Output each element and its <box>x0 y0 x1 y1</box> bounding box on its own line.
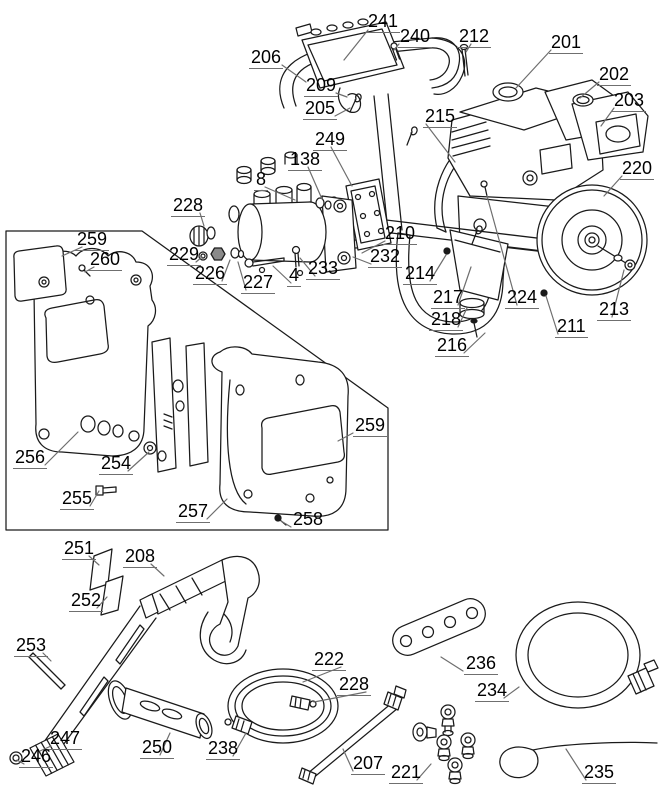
part-label-205[interactable]: 205 <box>303 98 338 120</box>
part-label-254[interactable]: 254 <box>99 453 134 475</box>
leader-lines <box>16 29 625 781</box>
part-label-259-right[interactable]: 259 <box>353 415 388 437</box>
part-label-249[interactable]: 249 <box>313 129 348 151</box>
valve-strap-drawing <box>151 337 177 473</box>
part-label-228-hose[interactable]: 228 <box>337 674 372 696</box>
handlebar-panel-drawing <box>279 18 469 146</box>
part-label-234[interactable]: 234 <box>475 680 510 702</box>
wire-tool-drawing <box>499 741 658 779</box>
mount-strap-drawing <box>392 598 486 656</box>
part-label-233[interactable]: 233 <box>306 258 341 280</box>
part-label-258[interactable]: 258 <box>291 509 326 531</box>
part-label-251[interactable]: 251 <box>62 538 97 560</box>
part-label-229[interactable]: 229 <box>167 244 202 266</box>
part-label-203[interactable]: 203 <box>612 90 647 112</box>
side-handle-drawing <box>107 680 213 740</box>
part-label-138[interactable]: 138 <box>288 149 323 171</box>
part-label-227[interactable]: 227 <box>241 272 276 294</box>
blank-sticker-drawing <box>13 245 67 302</box>
part-label-209[interactable]: 209 <box>304 75 339 97</box>
part-label-260[interactable]: 260 <box>88 249 123 271</box>
part-label-206[interactable]: 206 <box>249 47 284 69</box>
part-label-208[interactable]: 208 <box>123 546 158 568</box>
sticker-252-drawing <box>100 575 124 616</box>
part-label-4[interactable]: 4 <box>287 265 302 287</box>
part-label-255[interactable]: 255 <box>60 488 95 510</box>
part-label-222[interactable]: 222 <box>312 649 347 671</box>
part-label-241[interactable]: 241 <box>366 11 401 33</box>
part-label-224[interactable]: 224 <box>505 287 540 309</box>
part-label-201[interactable]: 201 <box>549 32 584 54</box>
part-label-218[interactable]: 218 <box>429 309 464 331</box>
part-label-214[interactable]: 214 <box>403 263 438 285</box>
part-label-247[interactable]: 247 <box>48 728 83 750</box>
part-label-257[interactable]: 257 <box>176 501 211 523</box>
lance-collar-drawing <box>29 733 75 777</box>
part-label-246[interactable]: 246 <box>19 746 54 768</box>
part-label-8[interactable]: 8 <box>254 169 269 191</box>
part-label-259-left[interactable]: 259 <box>75 229 110 251</box>
wheel-drawing <box>480 180 648 297</box>
part-label-228-pump[interactable]: 228 <box>171 195 206 217</box>
part-label-210[interactable]: 210 <box>383 223 418 245</box>
part-label-236[interactable]: 236 <box>464 653 499 675</box>
inset-border <box>5 230 389 531</box>
hose-ring-drawing <box>515 601 659 709</box>
nozzle-set-drawing <box>412 704 476 785</box>
part-label-256[interactable]: 256 <box>13 447 48 469</box>
part-label-215[interactable]: 215 <box>423 106 458 128</box>
part-label-207[interactable]: 207 <box>351 753 386 775</box>
foot-bracket-drawing <box>443 225 509 338</box>
hose-coil-drawing <box>224 668 339 744</box>
part-label-211[interactable]: 211 <box>555 316 588 338</box>
part-label-240[interactable]: 240 <box>398 26 433 48</box>
pump-detail-inset <box>5 230 389 531</box>
part-label-250[interactable]: 250 <box>140 737 175 759</box>
pump-drawing <box>189 151 357 277</box>
part-label-212[interactable]: 212 <box>457 26 492 48</box>
part-label-213[interactable]: 213 <box>597 299 632 321</box>
part-label-252[interactable]: 252 <box>69 590 104 612</box>
part-label-216[interactable]: 216 <box>435 335 470 357</box>
part-label-202[interactable]: 202 <box>597 64 632 86</box>
part-label-238[interactable]: 238 <box>206 738 241 760</box>
part-label-253[interactable]: 253 <box>14 635 49 657</box>
part-label-226[interactable]: 226 <box>193 263 228 285</box>
part-label-232[interactable]: 232 <box>368 246 403 268</box>
part-label-235[interactable]: 235 <box>582 762 617 784</box>
part-label-221[interactable]: 221 <box>389 762 424 784</box>
part-label-217[interactable]: 217 <box>431 287 466 309</box>
part-label-220[interactable]: 220 <box>620 158 655 180</box>
wand-drawing <box>298 685 407 785</box>
